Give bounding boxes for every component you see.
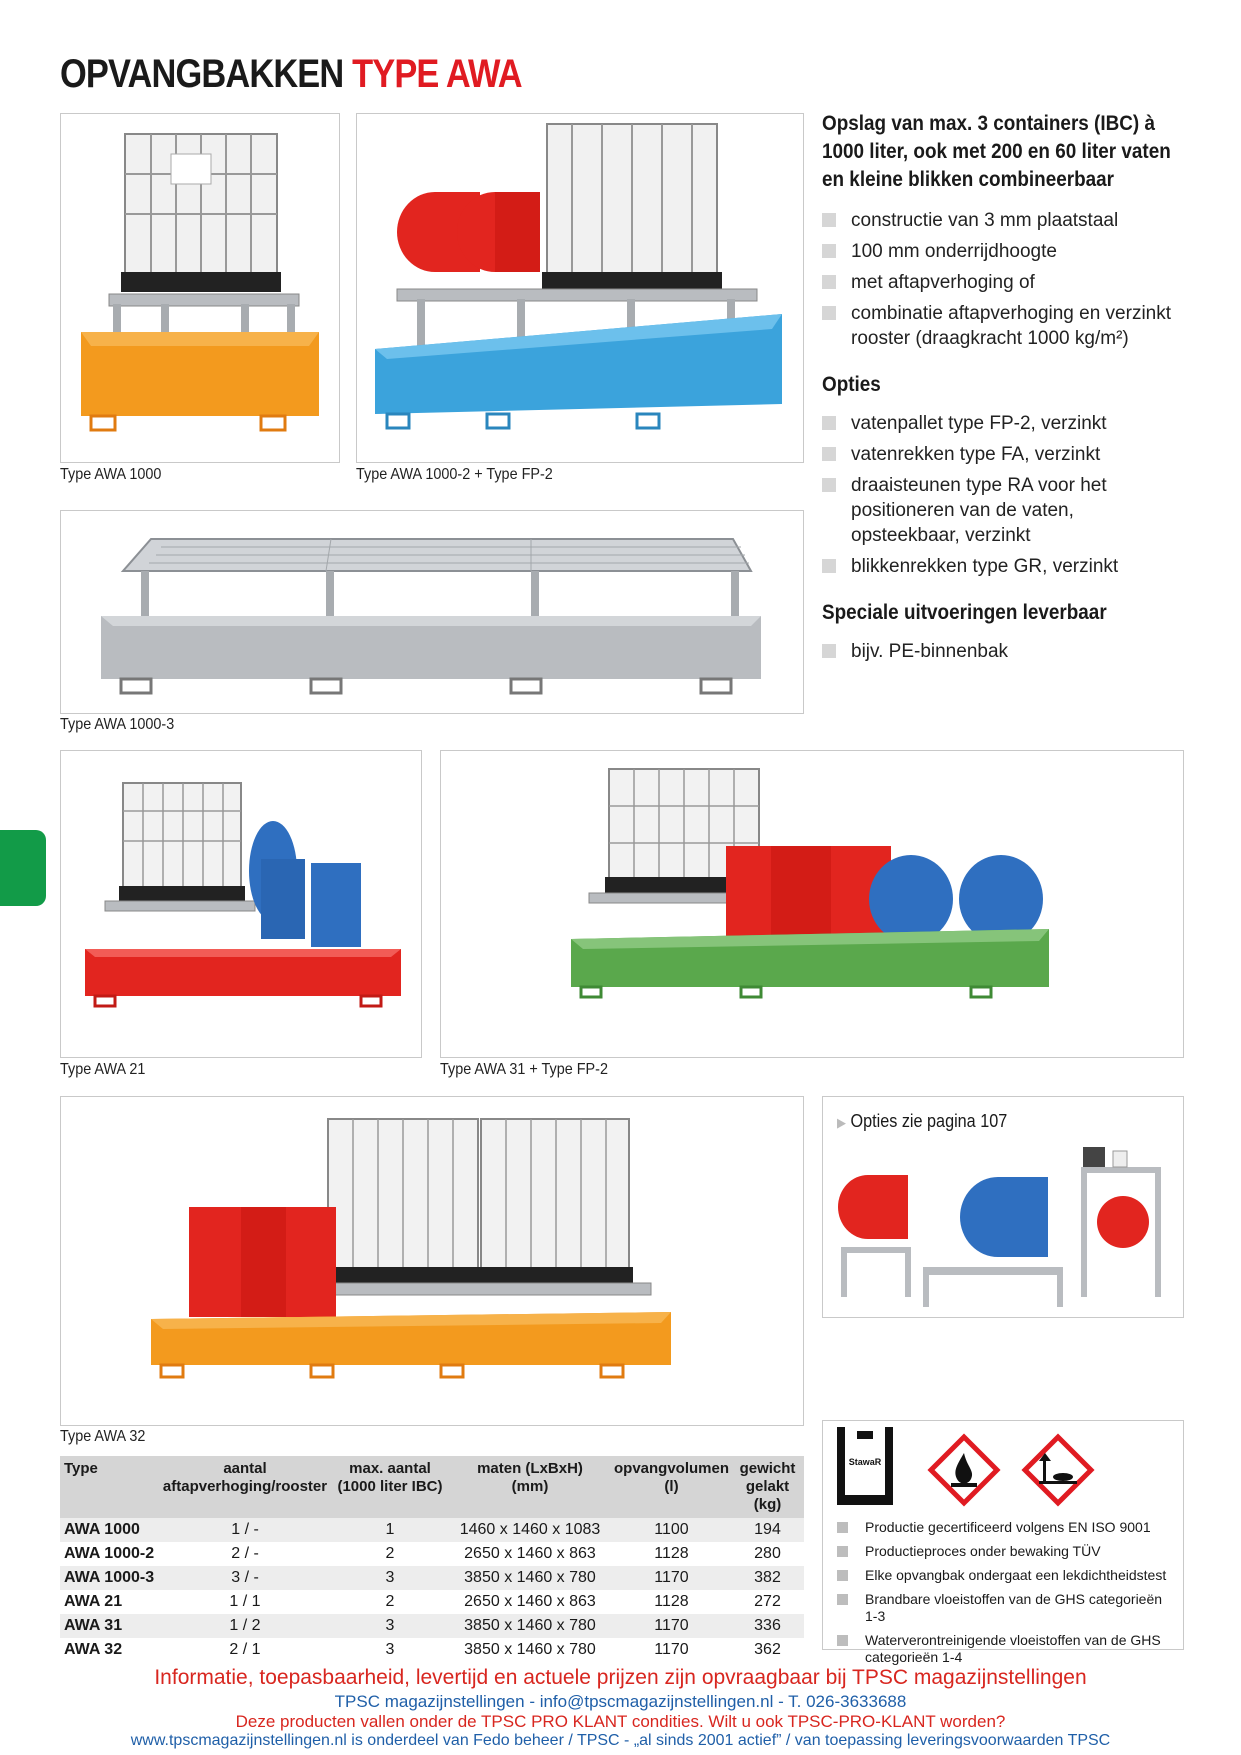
col-header: max. aantal(1000 liter IBC)	[332, 1456, 448, 1518]
caption-awa1000: Type AWA 1000	[60, 466, 162, 483]
title-part-1: OPVANGBAKKEN	[60, 52, 344, 96]
caption-awa31: Type AWA 31 + Type FP-2	[440, 1061, 608, 1078]
awa21-illustration	[85, 782, 401, 1008]
opties-bullets: vatenpallet type FP-2, verzinkt vatenrek…	[822, 411, 1182, 579]
certification-box: StawaR Productie gecertificeerd volgens …	[822, 1420, 1184, 1665]
speciaal-heading: Speciale uitvoeringen leverbaar	[822, 601, 1107, 624]
awa31-illustration	[571, 768, 1049, 999]
list-item: Elke opvangbak ondergaat een lekdichthei…	[837, 1567, 1173, 1584]
environment-hazard-icon	[1021, 1433, 1095, 1507]
awa1000-3-illustration	[101, 538, 761, 695]
opties-heading: Opties	[822, 373, 881, 396]
certification-list: Productie gecertificeerd volgens EN ISO …	[837, 1519, 1173, 1673]
list-item: blikkenrekken type GR, verzinkt	[822, 554, 1182, 579]
list-item: Productieproces onder bewaking TÜV	[837, 1543, 1173, 1560]
intro-block: Opslag van max. 3 containers (IBC) à 100…	[822, 110, 1182, 670]
product-image-awa1000-3	[60, 510, 804, 714]
product-image-awa32	[60, 1096, 804, 1426]
options-illustration	[838, 1147, 1161, 1307]
footer-line-4: www.tpscmagazijnstellingen.nl is onderde…	[130, 1732, 1111, 1749]
col-header: opvangvolumen(l)	[612, 1456, 732, 1518]
list-item: vatenpallet type FP-2, verzinkt	[822, 411, 1182, 436]
awa1000-2-illustration	[375, 123, 782, 430]
caption-awa32: Type AWA 32	[60, 1428, 146, 1445]
svg-text:StawaR: StawaR	[849, 1457, 882, 1467]
product-image-awa31	[440, 750, 1184, 1058]
list-item: Waterverontreinigende vloeistoffen van d…	[837, 1632, 1173, 1666]
stawar-logo: StawaR	[837, 1427, 893, 1511]
list-item: Brandbare vloeistoffen van de GHS catego…	[837, 1591, 1173, 1625]
product-image-awa1000	[60, 113, 340, 463]
options-link[interactable]: ▶ Opties zie pagina 107	[837, 1111, 1008, 1131]
intro-bullets: constructie van 3 mm plaatstaal 100 mm o…	[822, 208, 1182, 351]
col-header: Type	[60, 1456, 158, 1518]
intro-heading: Opslag van max. 3 containers (IBC) à 100…	[822, 112, 1171, 191]
list-item: constructie van 3 mm plaatstaal	[822, 208, 1182, 233]
page-title: OPVANGBAKKEN TYPE AWA	[60, 52, 523, 97]
footer-line-1: Informatie, toepasbaarheid, levertijd en…	[154, 1666, 1087, 1689]
list-item: vatenrekken type FA, verzinkt	[822, 442, 1182, 467]
awa1000-illustration	[81, 133, 319, 432]
product-image-awa1000-2	[356, 113, 804, 463]
caption-awa1000-2: Type AWA 1000-2 + Type FP-2	[356, 466, 553, 483]
speciaal-bullets: bijv. PE-binnenbak	[822, 639, 1182, 664]
list-item: combinatie aftapverhoging en verzinkt ro…	[822, 301, 1182, 351]
list-item: bijv. PE-binnenbak	[822, 639, 1182, 664]
list-item: draaisteunen type RA voor het positioner…	[822, 473, 1182, 548]
list-item: met aftapverhoging of	[822, 270, 1182, 295]
footer-line-3: Deze producten vallen onder de TPSC PRO …	[235, 1712, 1006, 1731]
options-box: ▶ Opties zie pagina 107	[822, 1096, 1184, 1318]
caption-awa1000-3: Type AWA 1000-3	[60, 716, 175, 733]
list-item: 100 mm onderrijdhoogte	[822, 239, 1182, 264]
footer-line-2: TPSC magazijnstellingen - info@tpscmagaz…	[334, 1692, 907, 1711]
col-header: maten (LxBxH)(mm)	[448, 1456, 612, 1518]
section-tab	[0, 830, 46, 906]
awa32-illustration	[151, 1118, 671, 1379]
list-item: Productie gecertificeerd volgens EN ISO …	[837, 1519, 1173, 1536]
title-part-2: TYPE AWA	[352, 52, 522, 96]
flammable-hazard-icon	[927, 1433, 1001, 1507]
arrow-right-icon: ▶	[837, 1115, 846, 1130]
caption-awa21: Type AWA 21	[60, 1061, 146, 1078]
product-image-awa21	[60, 750, 422, 1058]
